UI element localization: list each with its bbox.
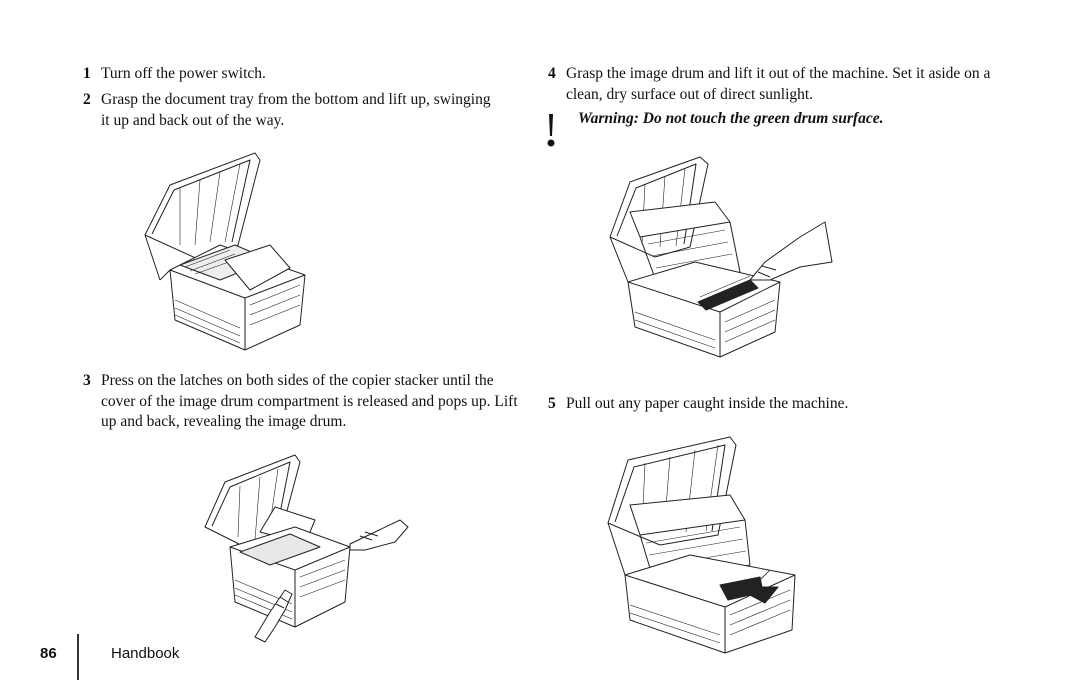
step-text: Grasp the document tray from the bottom … xyxy=(101,91,491,129)
step-2: 2 Grasp the document tray from the botto… xyxy=(83,90,501,131)
step-number: 2 xyxy=(83,91,91,108)
step-number: 4 xyxy=(548,65,556,82)
step-1: 1 Turn off the power switch. xyxy=(83,64,521,85)
step-number: 3 xyxy=(83,372,91,389)
step-text: Press on the latches on both sides of th… xyxy=(101,372,518,430)
step-5: 5 Pull out any paper caught inside the m… xyxy=(548,394,991,415)
figure-paper-removal xyxy=(600,435,805,655)
fax-machine-open-tray-icon xyxy=(144,152,306,351)
figure-drum-cover-open xyxy=(200,452,415,647)
fax-machine-drum-removal-icon xyxy=(609,156,833,358)
step-number: 5 xyxy=(548,395,556,412)
fax-machine-paper-removal-icon xyxy=(607,436,796,654)
footer-label: Handbook xyxy=(111,645,180,662)
step-3: 3 Press on the latches on both sides of … xyxy=(83,371,526,433)
figure-tray-lifted xyxy=(140,150,320,355)
footer-divider xyxy=(77,634,79,680)
step-number: 1 xyxy=(83,65,91,82)
step-4: 4 Grasp the image drum and lift it out o… xyxy=(548,64,991,105)
step-text: Pull out any paper caught inside the mac… xyxy=(566,395,849,412)
page-number: 86 xyxy=(40,645,57,662)
step-text: Grasp the image drum and lift it out of … xyxy=(566,65,991,103)
warning-text: Warning: Do not touch the green drum sur… xyxy=(578,110,884,127)
fax-machine-cover-open-with-hands-icon xyxy=(204,454,409,643)
warning-exclamation-icon xyxy=(547,114,555,147)
figure-drum-removal xyxy=(600,152,840,362)
step-text: Turn off the power switch. xyxy=(101,65,266,82)
